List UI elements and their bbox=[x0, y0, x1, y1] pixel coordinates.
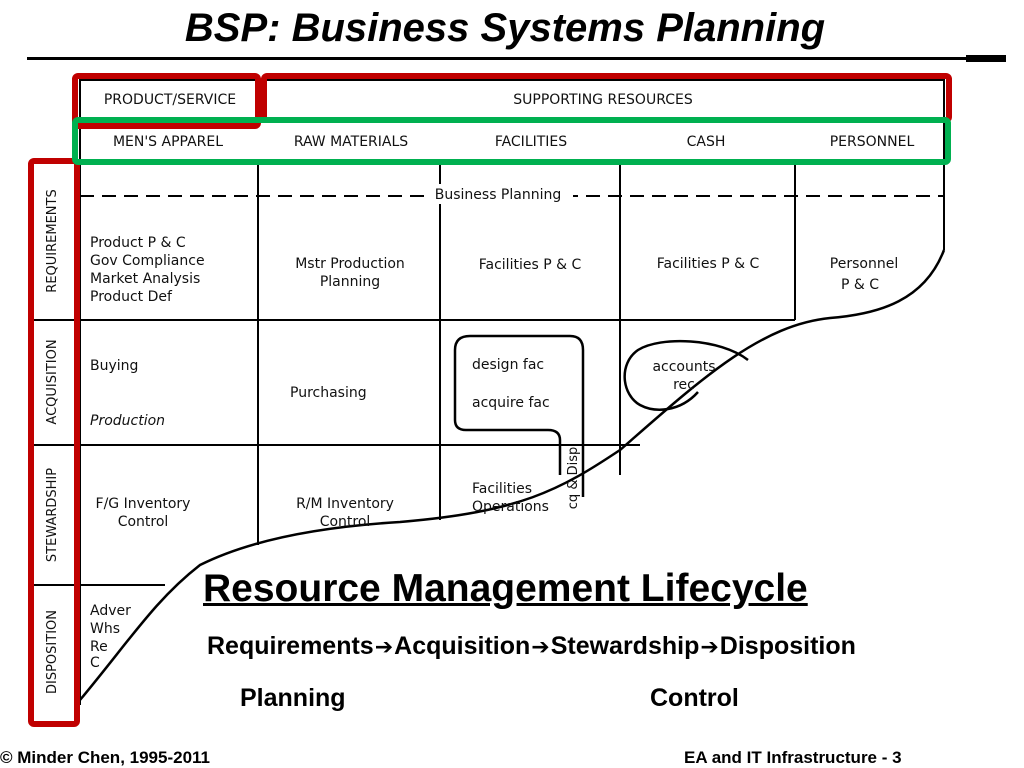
accounts-receivable-loop bbox=[623, 339, 749, 411]
planning-label: Planning bbox=[240, 684, 346, 712]
acq-design-fac: design fac bbox=[472, 357, 544, 373]
stw-facilities-2: Operations bbox=[472, 499, 549, 515]
acq-buying: Buying bbox=[90, 358, 138, 374]
arrow-right-icon: ➔ bbox=[374, 635, 394, 660]
requirements-row: Product P & C Gov Compliance Market Anal… bbox=[90, 235, 898, 305]
stewardship-row: F/G Inventory Control R/M Inventory Cont… bbox=[96, 447, 581, 530]
acq-accounts-2: rec bbox=[673, 377, 695, 393]
disp-item-3: Re bbox=[90, 639, 108, 655]
req-facilities: Facilities P & C bbox=[479, 257, 582, 273]
step-stewardship: Stewardship bbox=[550, 632, 700, 660]
req-mens-4: Product Def bbox=[90, 289, 173, 305]
arrow-right-icon: ➔ bbox=[700, 635, 719, 660]
col-raw-materials: RAW MATERIALS bbox=[294, 134, 408, 150]
title-rule bbox=[27, 57, 967, 60]
stw-fg-1: F/G Inventory bbox=[96, 496, 191, 512]
stage-disposition: DISPOSITION bbox=[45, 610, 60, 694]
col-mens-apparel: MEN'S APPAREL bbox=[113, 134, 223, 150]
lifecycle-title: Resource Management Lifecycle bbox=[203, 567, 808, 610]
req-mens-1: Product P & C bbox=[90, 235, 186, 251]
disp-item-4: C bbox=[90, 655, 100, 671]
step-requirements: Requirements bbox=[207, 632, 374, 660]
highlight-product-service bbox=[72, 73, 261, 129]
req-personnel-1: Personnel bbox=[830, 256, 898, 272]
acq-accounts-1: accounts bbox=[652, 359, 715, 375]
disp-item-2: Whs bbox=[90, 621, 120, 637]
acq-acquire-fac: acquire fac bbox=[472, 395, 550, 411]
stw-acq-disp: cq & Disp bbox=[566, 447, 581, 509]
acq-production: Production bbox=[90, 413, 165, 429]
disposition-row: Adver Whs Re C bbox=[90, 603, 131, 671]
stage-labels: REQUIREMENTS ACQUISITION STEWARDSHIP DIS… bbox=[33, 189, 75, 694]
req-mens-2: Gov Compliance bbox=[90, 253, 205, 269]
col-cash: CASH bbox=[687, 134, 726, 150]
header-resources-label: SUPPORTING RESOURCES bbox=[513, 92, 693, 108]
control-label: Control bbox=[650, 684, 739, 712]
footer-copyright: © Minder Chen, 1995-2011 bbox=[0, 748, 211, 767]
col-facilities: FACILITIES bbox=[495, 134, 567, 150]
title-rule-accent bbox=[966, 55, 1006, 62]
disp-item-1: Adver bbox=[90, 603, 131, 619]
step-acquisition: Acquisition bbox=[394, 632, 531, 660]
stw-facilities-1: Facilities bbox=[472, 481, 532, 497]
acq-purchasing: Purchasing bbox=[290, 385, 367, 401]
stage-requirements: REQUIREMENTS bbox=[45, 189, 60, 292]
req-personnel-2: P & C bbox=[841, 277, 879, 293]
highlight-resource-columns bbox=[72, 117, 951, 165]
req-raw-1: Mstr Production bbox=[295, 256, 405, 272]
stage-acquisition: ACQUISITION bbox=[45, 339, 60, 424]
stw-rm-1: R/M Inventory bbox=[296, 496, 394, 512]
footer-page-info: EA and IT Infrastructure - 3 bbox=[684, 748, 902, 767]
req-cash: Facilities P & C bbox=[657, 256, 760, 272]
highlight-lifecycle-stages bbox=[28, 158, 80, 727]
stw-fg-2: Control bbox=[118, 514, 169, 530]
acquisition-row: Buying Production Purchasing design fac … bbox=[90, 357, 716, 429]
step-disposition: Disposition bbox=[719, 632, 856, 660]
business-planning-label-bg bbox=[425, 184, 573, 204]
stw-rm-2: Control bbox=[320, 514, 371, 530]
matrix-grid bbox=[79, 160, 945, 705]
req-mens-3: Market Analysis bbox=[90, 271, 200, 287]
stage-stewardship: STEWARDSHIP bbox=[45, 468, 60, 562]
req-raw-2: Planning bbox=[320, 274, 380, 290]
lifecycle-steps: Requirements➔Acquisition➔Stewardship➔Dis… bbox=[207, 631, 856, 663]
slide-title: BSP: Business Systems Planning bbox=[184, 6, 826, 50]
arrow-right-icon: ➔ bbox=[531, 635, 550, 660]
highlight-boxes bbox=[28, 73, 952, 727]
col-personnel: PERSONNEL bbox=[830, 134, 915, 150]
lifecycle-curve bbox=[79, 249, 946, 701]
design-acquire-facilities-loop bbox=[453, 334, 585, 497]
business-planning-label: Business Planning bbox=[435, 187, 562, 203]
header-product-label: PRODUCT/SERVICE bbox=[104, 92, 236, 108]
